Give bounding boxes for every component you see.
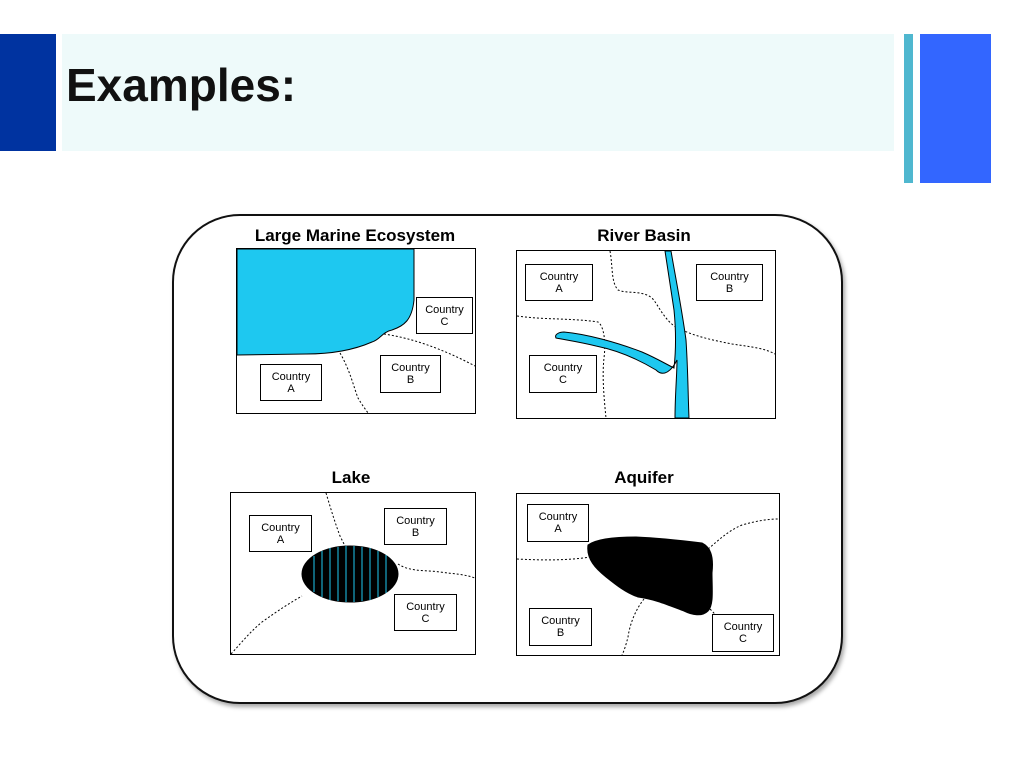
country-box-a: Country A [527, 504, 589, 542]
country-letter: A [276, 534, 285, 546]
country-label: Country [710, 271, 749, 283]
right-accent-wide-bar [920, 34, 991, 183]
country-label: Country [538, 511, 578, 523]
country-label: Country [539, 271, 579, 283]
title-band [62, 34, 894, 151]
country-label: Country [541, 615, 580, 627]
country-box-a: Country A [525, 264, 593, 301]
left-accent-bar [0, 34, 56, 151]
border-line [516, 556, 591, 561]
panel-title-lake: Lake [331, 468, 371, 487]
country-label: Country [391, 362, 430, 374]
country-box-c: Country C [529, 355, 597, 393]
border-line [325, 492, 349, 553]
river [555, 250, 690, 419]
border-line [397, 563, 476, 579]
country-box-a: Country A [249, 515, 312, 552]
slide-title: Examples: [66, 59, 297, 111]
country-label: Country [261, 522, 300, 534]
country-letter: B [411, 527, 420, 539]
border-line [230, 595, 303, 655]
country-label: Country [723, 621, 763, 633]
country-label: Country [271, 371, 311, 383]
right-accent-thin-bar [904, 34, 913, 183]
country-label: Country [425, 304, 464, 316]
panel-title-river-basin: River Basin [597, 226, 691, 245]
panel-title-aquifer: Aquifer [614, 468, 674, 487]
country-label: Country [406, 601, 445, 613]
marine-water-body [236, 248, 415, 356]
country-box-c: Country C [712, 614, 774, 652]
border-line [609, 250, 776, 355]
aquifer [587, 536, 713, 616]
country-box-b: Country B [384, 508, 447, 545]
country-box-a: Country A [260, 364, 322, 401]
border-line [383, 333, 476, 367]
country-box-c: Country C [394, 594, 457, 631]
country-letter: C [440, 316, 449, 328]
country-letter: A [554, 523, 562, 535]
border-line [707, 518, 780, 550]
country-letter: B [556, 627, 565, 639]
lake-hatching [313, 546, 387, 602]
country-box-b: Country B [696, 264, 763, 301]
border-line [516, 315, 607, 419]
lake [301, 545, 399, 603]
country-label: Country [396, 515, 435, 527]
country-letter: B [406, 374, 415, 386]
country-letter: C [421, 613, 430, 625]
country-letter: A [555, 283, 563, 295]
country-box-c: Country C [416, 297, 473, 334]
country-label: Country [543, 362, 583, 374]
country-letter: A [287, 383, 295, 395]
border-line [339, 352, 369, 414]
border-line [621, 598, 645, 656]
panel-title-large-marine-ecosystem: Large Marine Ecosystem [254, 226, 456, 245]
country-box-b: Country B [529, 608, 592, 646]
country-letter: C [739, 633, 747, 645]
country-letter: C [559, 374, 567, 386]
country-box-b: Country B [380, 355, 441, 393]
country-letter: B [725, 283, 734, 295]
